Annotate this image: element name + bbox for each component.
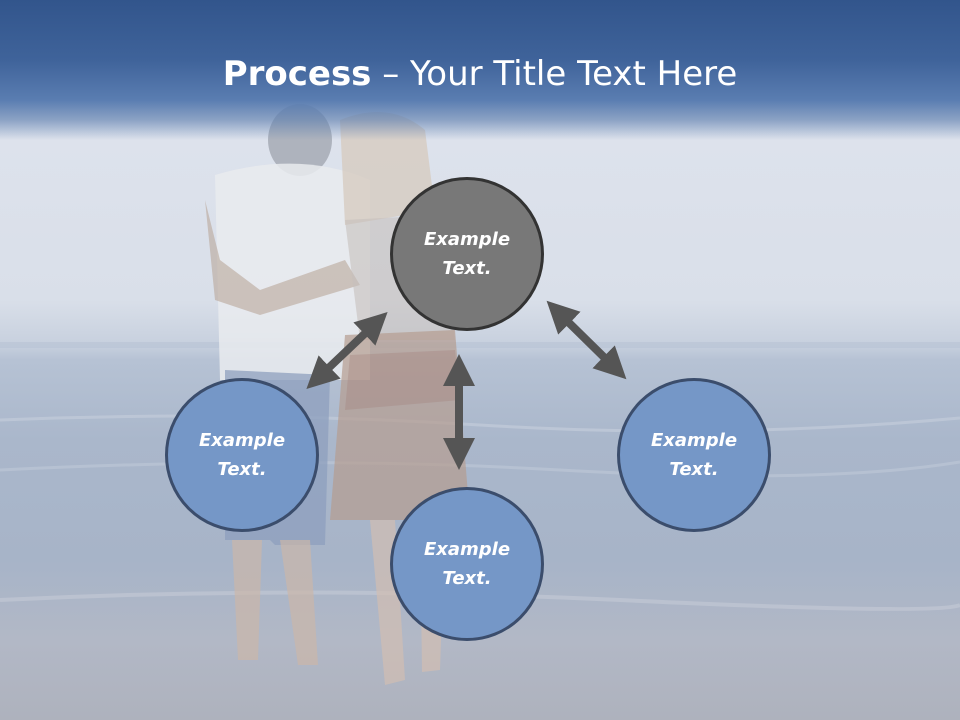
node-label-line1: Example	[650, 430, 738, 451]
title-bold: Process	[222, 54, 372, 94]
node-label-line1: Example	[423, 229, 511, 250]
node-label-line2: Text.	[669, 459, 719, 480]
node-label-line2: Text.	[442, 568, 492, 589]
node-label-line2: Text.	[442, 258, 492, 279]
title-rest: – Your Title Text Here	[371, 54, 738, 94]
arrow-top-right	[546, 300, 627, 380]
node-label-line1: Example	[423, 539, 511, 560]
title-bar	[0, 0, 960, 140]
arrow-top-left	[306, 311, 388, 390]
slide-title: Process – Your Title Text Here	[0, 52, 960, 96]
node-label-line2: Text.	[217, 459, 267, 480]
node-label-line1: Example	[198, 430, 286, 451]
